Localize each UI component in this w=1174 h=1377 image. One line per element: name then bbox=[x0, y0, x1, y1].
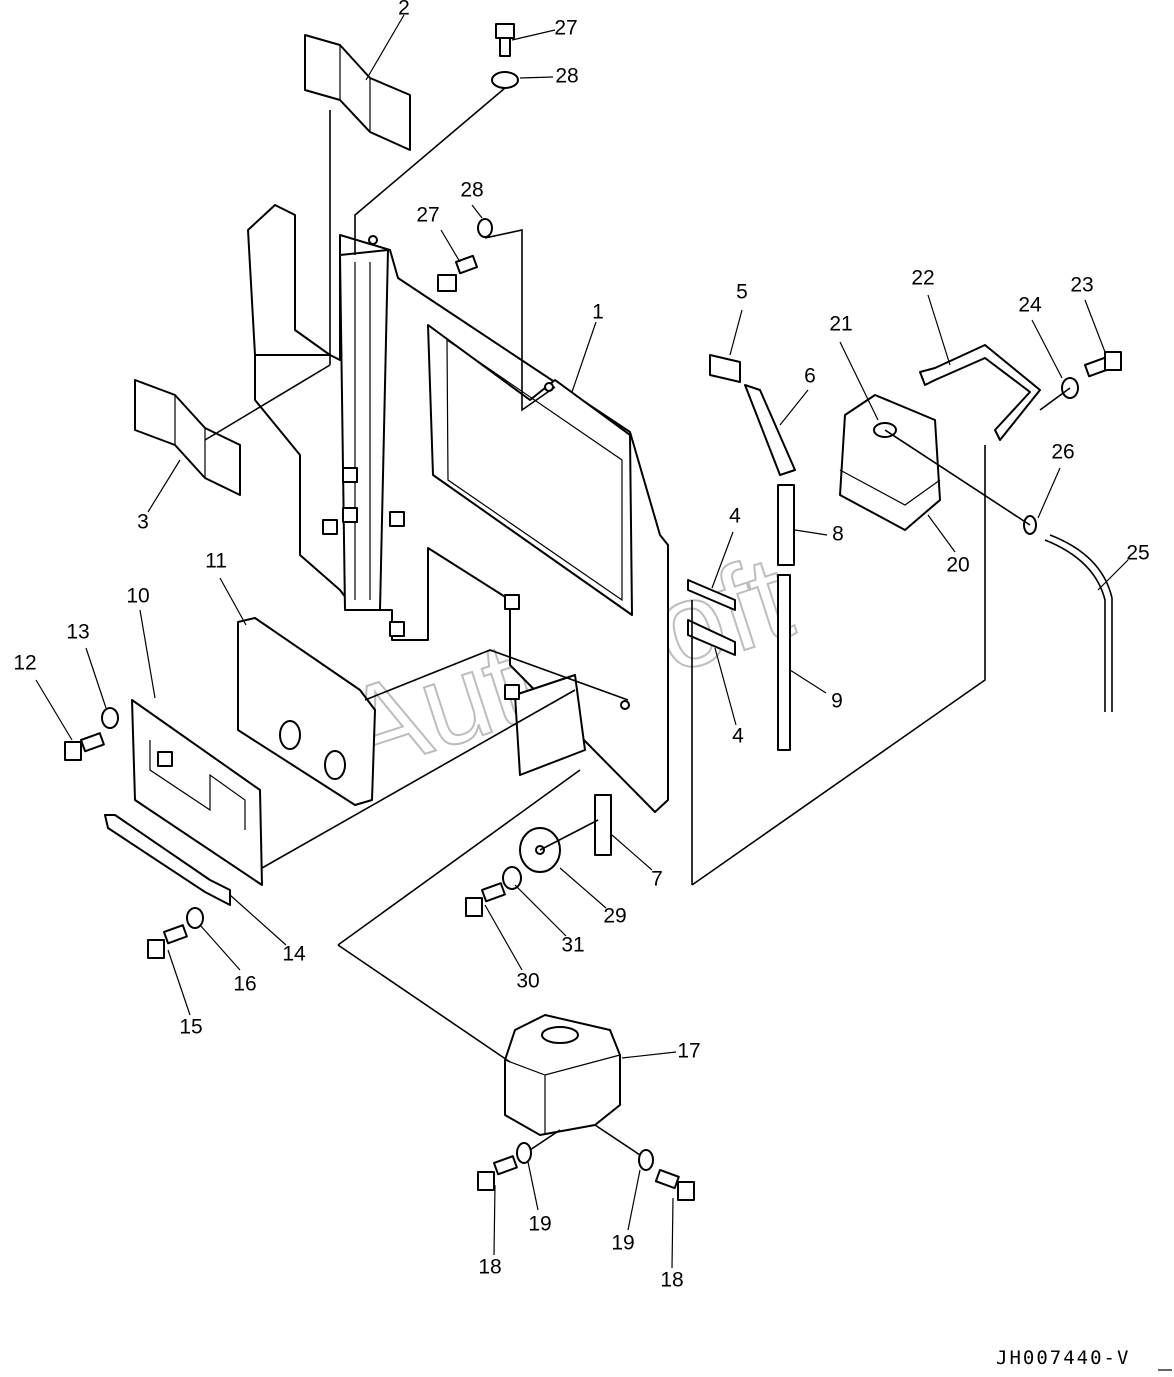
pad-part-4b bbox=[687, 619, 736, 656]
bolt-part-18-right bbox=[654, 1169, 695, 1201]
bolt-part-12 bbox=[64, 732, 105, 761]
callout-4-upper: 4 bbox=[729, 505, 741, 528]
callout-25: 25 bbox=[1126, 542, 1149, 565]
callout-9: 9 bbox=[831, 690, 843, 713]
module-part-17 bbox=[504, 1014, 621, 1136]
pad-part-4a bbox=[687, 579, 736, 611]
tank-part-20 bbox=[839, 394, 941, 531]
washer-part-31 bbox=[502, 866, 522, 890]
callout-30: 30 bbox=[516, 970, 539, 993]
washer-part-19-left bbox=[516, 1142, 532, 1164]
callout-18-right: 18 bbox=[660, 1269, 683, 1292]
callout-28-top: 28 bbox=[555, 65, 578, 88]
callout-17: 17 bbox=[677, 1040, 700, 1063]
callout-10: 10 bbox=[126, 585, 149, 608]
bolt-part-27-top bbox=[495, 23, 515, 57]
callout-13: 13 bbox=[66, 621, 89, 644]
callout-20: 20 bbox=[946, 554, 969, 577]
washer-part-16 bbox=[186, 907, 204, 929]
callout-3: 3 bbox=[137, 511, 149, 534]
callout-18-left: 18 bbox=[478, 1256, 501, 1279]
callout-8: 8 bbox=[832, 523, 844, 546]
leader-lines bbox=[35, 14, 1129, 1269]
callout-22: 22 bbox=[911, 267, 934, 290]
bolt-part-27-mid bbox=[437, 254, 479, 292]
main-frame-part-1 bbox=[247, 204, 669, 813]
strip-part-9 bbox=[777, 574, 791, 751]
strip-part-8 bbox=[777, 484, 795, 566]
bolt-part-18-left bbox=[477, 1155, 518, 1191]
bolt-part-15 bbox=[147, 924, 188, 959]
bracket-part-10 bbox=[131, 699, 263, 886]
block-part-7 bbox=[594, 794, 612, 856]
callout-1: 1 bbox=[592, 301, 604, 324]
callout-23: 23 bbox=[1070, 274, 1093, 297]
washer-part-19-right bbox=[638, 1149, 654, 1171]
callout-24: 24 bbox=[1018, 294, 1042, 317]
callout-27-mid: 27 bbox=[416, 204, 439, 227]
diagram-code: JH007440-V bbox=[996, 1347, 1130, 1369]
hose-part-25 bbox=[1044, 539, 1106, 712]
controller-part-11 bbox=[237, 617, 376, 806]
band-part-22 bbox=[919, 344, 1041, 441]
washer-part-28-mid bbox=[477, 218, 493, 238]
callout-12: 12 bbox=[13, 652, 36, 675]
callout-27-top: 27 bbox=[554, 17, 577, 40]
callout-labels: 2 27 28 27 28 1 5 6 21 22 24 23 3 26 4 8… bbox=[13, 0, 1149, 1292]
callout-5: 5 bbox=[736, 281, 748, 304]
bolt-part-30 bbox=[465, 882, 506, 917]
callout-16: 16 bbox=[233, 973, 256, 996]
callout-4-lower: 4 bbox=[732, 725, 744, 748]
pad-part-2 bbox=[304, 34, 411, 151]
callout-7: 7 bbox=[651, 868, 663, 891]
callout-19-right: 19 bbox=[611, 1232, 634, 1255]
bolt-part-23 bbox=[1083, 351, 1122, 378]
strip-part-14 bbox=[104, 814, 231, 906]
callout-29: 29 bbox=[603, 905, 626, 928]
strip-part-6 bbox=[744, 384, 796, 476]
callout-31: 31 bbox=[561, 934, 584, 957]
block-part-5 bbox=[709, 354, 741, 383]
callout-14: 14 bbox=[282, 943, 306, 966]
callout-19-left: 19 bbox=[528, 1213, 551, 1236]
pad-part-3 bbox=[134, 379, 241, 496]
callout-15: 15 bbox=[179, 1016, 202, 1039]
callout-2: 2 bbox=[398, 0, 410, 20]
callout-28-mid: 28 bbox=[460, 179, 483, 202]
callout-11: 11 bbox=[205, 550, 227, 573]
callout-6: 6 bbox=[804, 365, 816, 388]
callout-26: 26 bbox=[1051, 441, 1074, 464]
washer-part-13 bbox=[101, 707, 119, 729]
callout-21: 21 bbox=[829, 313, 852, 336]
washer-part-28-top bbox=[491, 71, 519, 89]
